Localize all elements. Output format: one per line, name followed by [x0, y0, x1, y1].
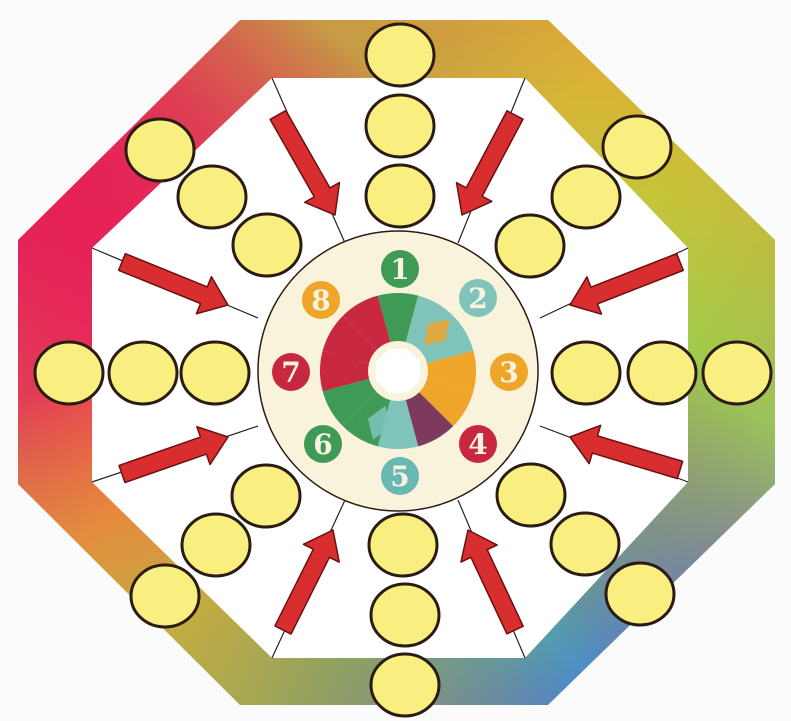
answer-circle[interactable] — [181, 342, 249, 404]
number-badge-label: 2 — [468, 282, 487, 315]
answer-circle[interactable] — [371, 584, 439, 646]
answer-circle[interactable] — [606, 563, 674, 625]
answer-circle[interactable] — [628, 342, 696, 404]
answer-circle[interactable] — [366, 95, 434, 157]
answer-circle[interactable] — [366, 165, 434, 227]
answer-circle[interactable] — [552, 342, 620, 404]
answer-circle[interactable] — [497, 464, 565, 526]
answer-circle[interactable] — [552, 166, 620, 228]
answer-circle[interactable] — [233, 214, 301, 276]
answer-circle[interactable] — [182, 514, 250, 576]
answer-circle[interactable] — [369, 514, 437, 576]
number-badge: 2 — [459, 279, 497, 317]
answer-circle[interactable] — [496, 215, 564, 277]
answer-circle[interactable] — [366, 24, 434, 86]
answer-circle[interactable] — [35, 342, 103, 404]
answer-circle[interactable] — [178, 166, 246, 228]
number-badge: 8 — [302, 281, 340, 319]
number-badge: 6 — [304, 425, 342, 463]
number-badge: 7 — [272, 353, 310, 391]
number-badge-label: 1 — [390, 253, 409, 286]
wheel-center-hole — [376, 349, 420, 393]
number-badge: 3 — [490, 353, 528, 391]
answer-circle[interactable] — [126, 119, 194, 181]
number-badge: 4 — [459, 425, 497, 463]
answer-circle[interactable] — [603, 116, 671, 178]
answer-circle[interactable] — [232, 465, 300, 527]
number-badge-label: 8 — [311, 284, 330, 317]
number-badge-label: 6 — [313, 428, 332, 461]
answer-circle[interactable] — [551, 513, 619, 575]
answer-circle[interactable] — [109, 342, 177, 404]
number-badge-label: 3 — [499, 356, 518, 389]
answer-circle[interactable] — [703, 342, 771, 404]
number-badge-label: 4 — [468, 428, 487, 461]
answer-circle[interactable] — [371, 654, 439, 716]
number-badge: 5 — [381, 457, 419, 495]
number-badge-label: 5 — [390, 460, 409, 493]
answer-circle[interactable] — [131, 565, 199, 627]
number-badge: 1 — [381, 250, 419, 288]
color-wheel-icon — [320, 293, 476, 449]
number-badge-label: 7 — [281, 356, 300, 389]
